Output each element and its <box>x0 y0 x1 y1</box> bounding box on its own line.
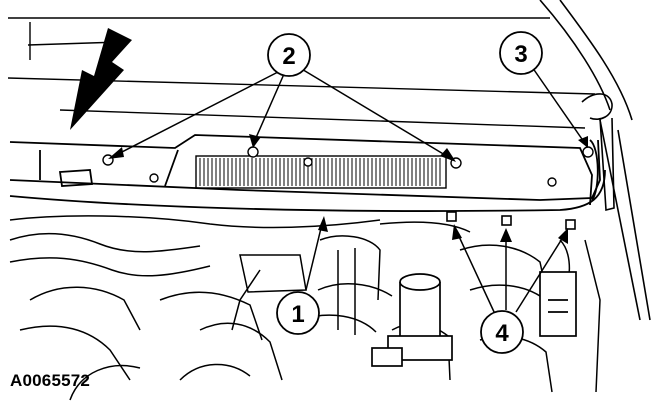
callout-1-label: 1 <box>291 301 304 328</box>
hood-strut <box>581 93 615 212</box>
cowl-screws <box>102 146 594 187</box>
direction-arrow <box>70 28 132 130</box>
callout-2-label: 2 <box>282 43 295 70</box>
callout-4-label: 4 <box>495 320 509 347</box>
callout-4: 4 <box>480 310 524 354</box>
retaining-clips <box>446 211 576 230</box>
cowl-vent-grille <box>195 155 447 189</box>
callout-3: 3 <box>499 31 543 75</box>
figure-id: A0065572 <box>10 371 91 390</box>
callout-3-label: 3 <box>514 41 527 68</box>
leader-arrowheads <box>108 134 588 244</box>
washer-pump <box>371 271 577 367</box>
leader-lines <box>115 63 585 315</box>
a-pillar <box>539 0 651 321</box>
callout-1: 1 <box>276 291 320 335</box>
engine-compartment <box>9 215 601 401</box>
callout-2: 2 <box>267 33 311 77</box>
